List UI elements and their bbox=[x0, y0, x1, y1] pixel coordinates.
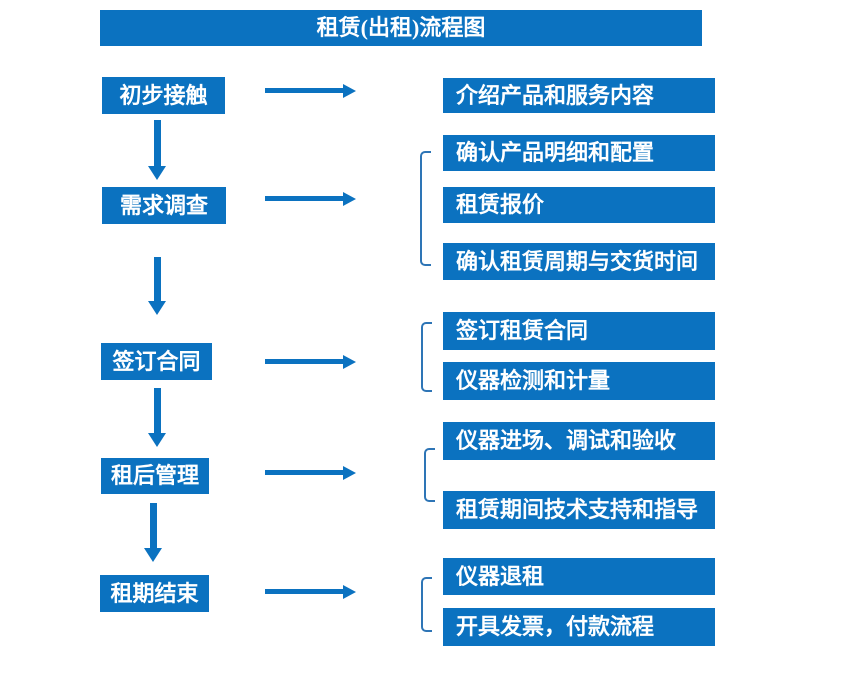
detail-box-confirm-product-config: 确认产品明细和配置 bbox=[443, 135, 715, 171]
step-box-sign-contract: 签订合同 bbox=[101, 343, 212, 380]
detail-box-invoice-payment: 开具发票，付款流程 bbox=[443, 608, 715, 646]
right-arrow-head bbox=[343, 355, 356, 369]
right-arrow-head bbox=[343, 84, 356, 98]
right-arrow-shaft bbox=[265, 359, 343, 364]
step-box-post-rental-management: 租后管理 bbox=[101, 458, 209, 494]
down-arrow-shaft bbox=[154, 257, 161, 301]
down-arrow-head bbox=[148, 166, 166, 180]
step-box-initial-contact: 初步接触 bbox=[102, 77, 225, 114]
detail-box-introduce-products: 介绍产品和服务内容 bbox=[443, 78, 715, 113]
down-arrow-shaft bbox=[154, 388, 161, 433]
step-box-rental-end: 租期结束 bbox=[100, 575, 209, 612]
detail-box-instrument-testing: 仪器检测和计量 bbox=[443, 362, 715, 400]
down-arrow-shaft bbox=[154, 120, 161, 166]
step-box-demand-survey: 需求调查 bbox=[102, 187, 226, 224]
right-arrow-shaft bbox=[265, 196, 343, 201]
detail-box-instrument-setup-acceptance: 仪器进场、调试和验收 bbox=[443, 422, 715, 460]
down-arrow-head bbox=[148, 301, 166, 315]
down-arrow-head bbox=[144, 548, 162, 562]
detail-box-rental-quotation: 租赁报价 bbox=[443, 187, 715, 223]
right-arrow-shaft bbox=[265, 589, 343, 594]
right-arrow-head bbox=[343, 192, 356, 206]
right-arrow-shaft bbox=[265, 88, 343, 93]
right-arrow-shaft bbox=[265, 470, 343, 475]
detail-box-sign-rental-contract: 签订租赁合同 bbox=[443, 312, 715, 350]
down-arrow-head bbox=[148, 433, 166, 447]
detail-box-instrument-return: 仪器退租 bbox=[443, 558, 715, 595]
diagram-title: 租赁(出租)流程图 bbox=[100, 10, 702, 46]
group-bracket-sign-contract bbox=[421, 322, 432, 392]
detail-box-technical-support: 租赁期间技术支持和指导 bbox=[443, 491, 715, 529]
group-bracket-post-rental bbox=[424, 448, 435, 502]
group-bracket-rental-end bbox=[421, 577, 432, 632]
detail-box-confirm-period-delivery: 确认租赁周期与交货时间 bbox=[443, 243, 715, 280]
right-arrow-head bbox=[343, 585, 356, 599]
down-arrow-shaft bbox=[150, 503, 157, 548]
group-bracket-demand-survey bbox=[420, 151, 431, 266]
right-arrow-head bbox=[343, 466, 356, 480]
